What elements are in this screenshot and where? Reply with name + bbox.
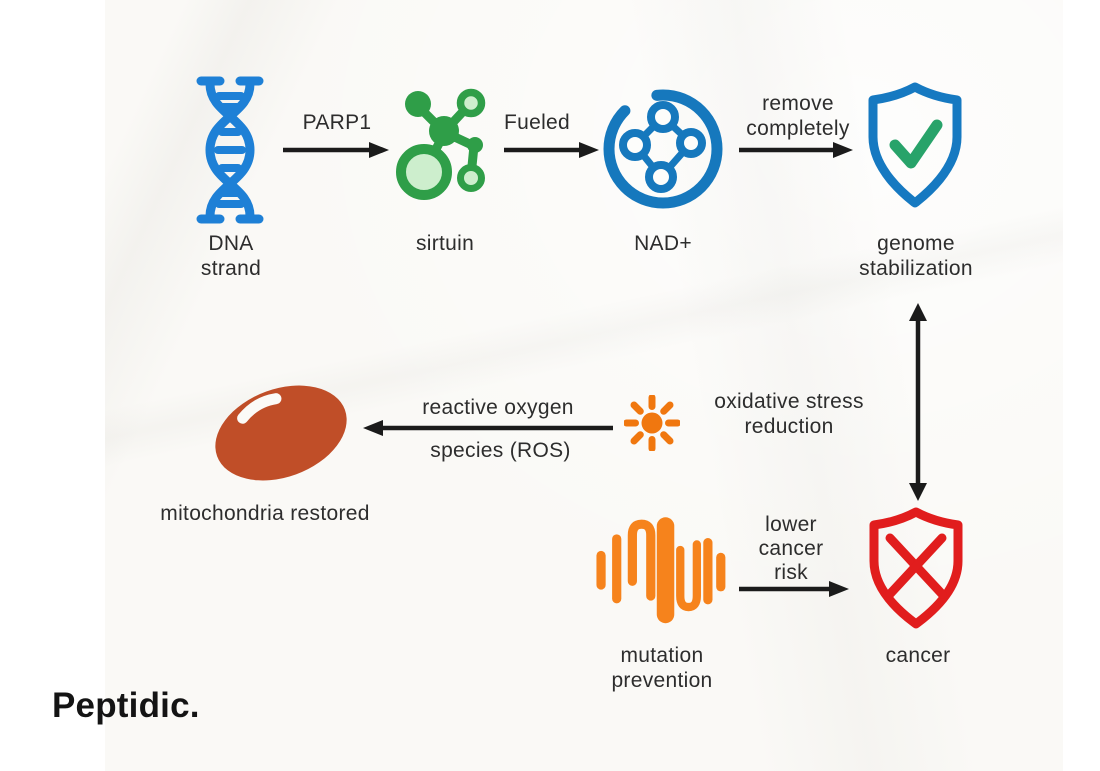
remove-completely-arrow-label: remove completely: [746, 92, 850, 140]
arrow-dna-to-sirtuin: [283, 139, 389, 161]
paper-background: [105, 0, 1063, 771]
nad-molecule-ring-icon: [601, 87, 725, 211]
mutation-prevention-label: mutation prevention: [611, 644, 713, 692]
fueled-arrow-label: Fueled: [503, 111, 570, 134]
ros-arrow-label-above: reactive oxygen: [422, 396, 574, 419]
shield-check-icon: [860, 79, 970, 215]
arrow-sun-to-mitochondria: [363, 417, 613, 439]
genome-stabilization-label: genome stabilization: [859, 232, 973, 280]
mitochondria-bean-icon: [206, 374, 356, 492]
arrow-sirtuin-to-nad: [504, 139, 599, 161]
waveform-icon: [590, 510, 730, 636]
sirtuin-molecule-icon: [394, 84, 496, 216]
shield-x-icon: [860, 506, 972, 636]
cancer-label: cancer: [885, 644, 951, 667]
double-arrow-genome-cancer: [905, 301, 931, 503]
brand-logo: Peptidic.: [52, 686, 200, 725]
oxidative-stress-reduction-label: oxidative stress reduction: [714, 390, 864, 438]
dna-helix-icon: [194, 74, 266, 226]
sirtuin-label: sirtuin: [415, 232, 475, 255]
sun-burst-icon: [624, 395, 680, 451]
arrow-nad-to-genome: [739, 139, 853, 161]
parp1-arrow-label: PARP1: [302, 111, 372, 134]
dna-label: DNA strand: [200, 232, 262, 280]
ros-arrow-label-below: species (ROS): [430, 439, 571, 462]
lower-cancer-risk-arrow-label: lower cancer risk: [758, 513, 824, 584]
arrow-mutation-to-cancer: [739, 578, 849, 600]
nad-label: NAD+: [634, 232, 692, 255]
mitochondria-restored-label: mitochondria restored: [160, 502, 370, 525]
